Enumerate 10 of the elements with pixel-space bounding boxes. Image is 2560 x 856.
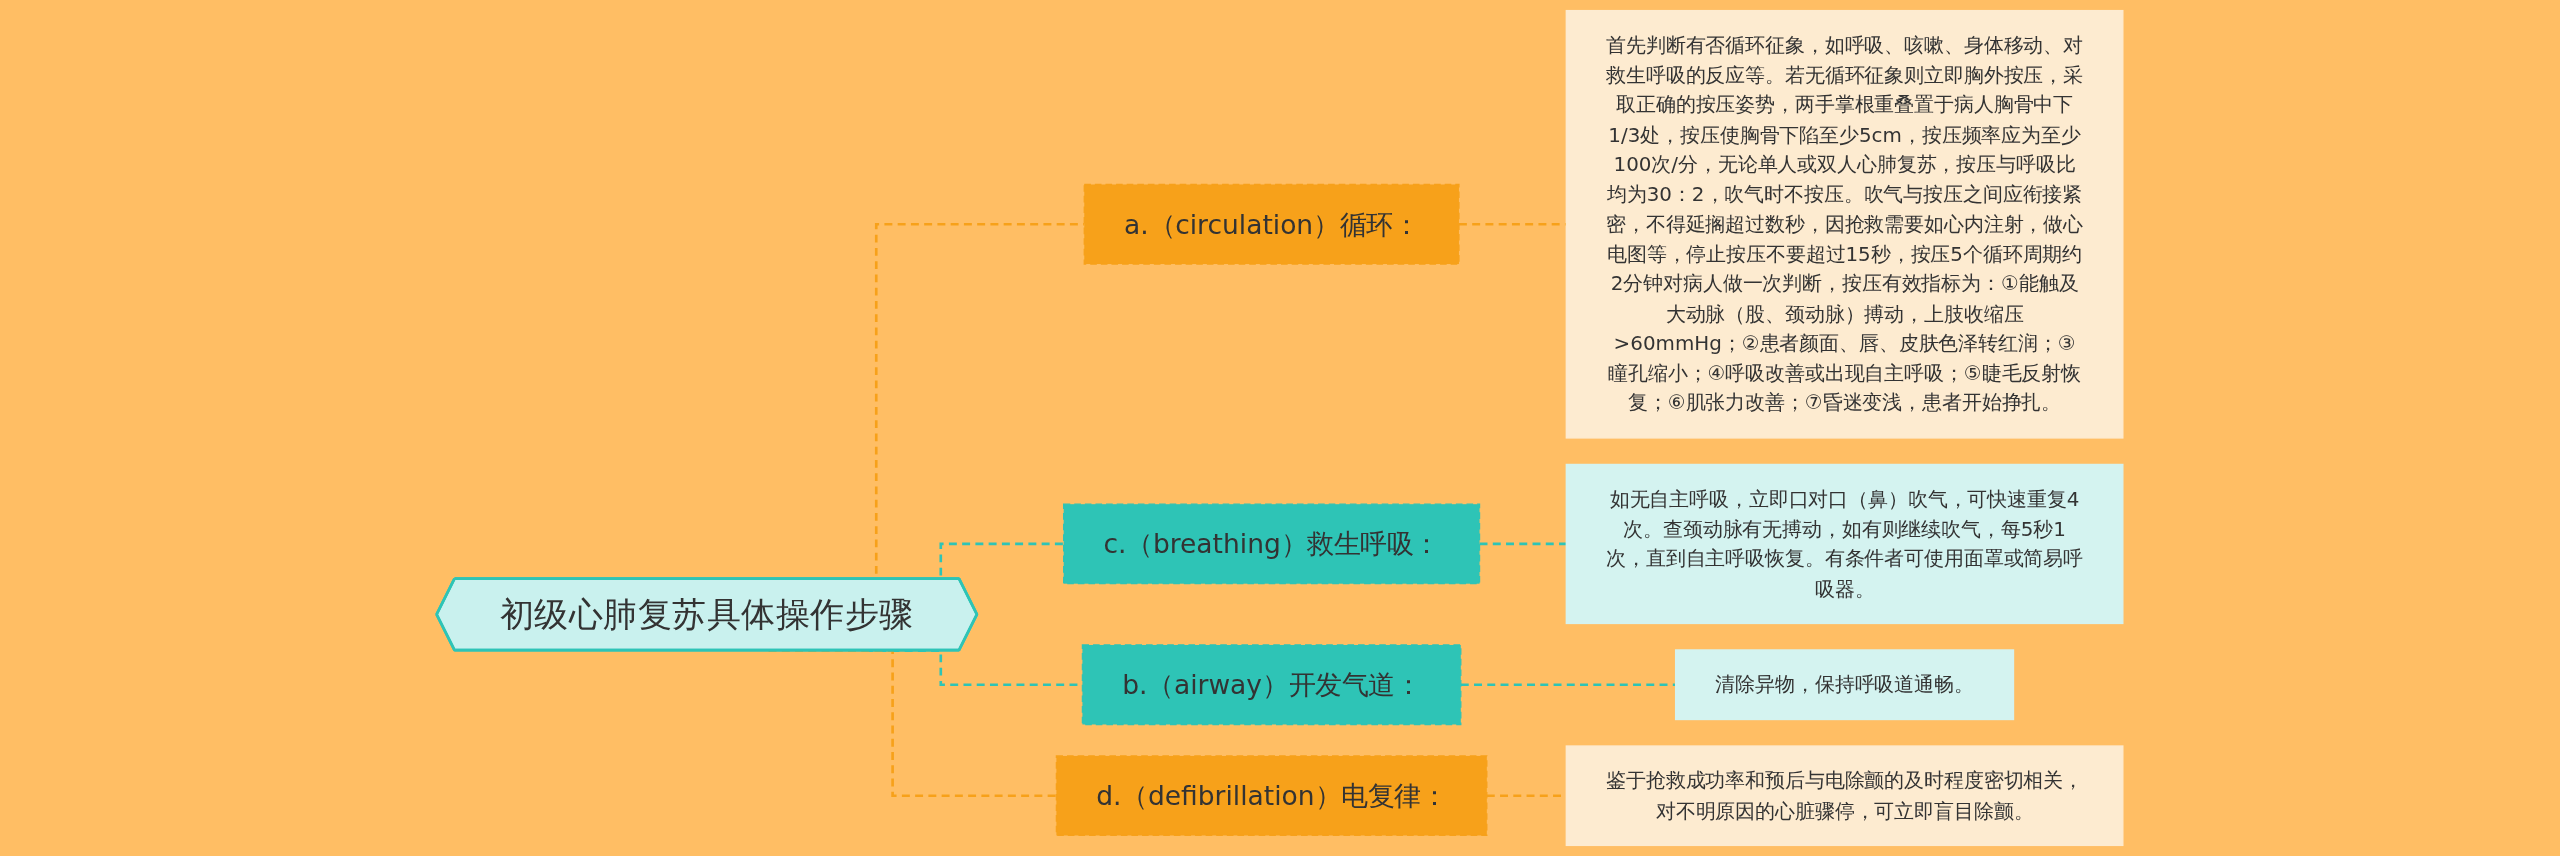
node-box: 鉴于抢救成功率和预后与电除颤的及时程度密切相关，对不明原因的心脏骤停，可立即盲目除颤。	[1565, 745, 2124, 847]
connector	[1461, 683, 1676, 687]
node-box: d.（defibrillation）电复律：	[1056, 755, 1488, 837]
node-box: c.（breathing）救生呼吸：	[1063, 503, 1481, 585]
node-box: 首先判断有否循环征象，如呼吸、咳嗽、身体移动、对救生呼吸的反应等。若无循环征象则立即胸外按压，采取正确的按压姿势，两手掌根重叠置于病人胸骨中下1/3处，按压使胸骨下陷至少5cm，按压频率应为至少100次/分，无论单人或双人心肺复苏，按压与呼吸比均为30：2，吹气时不按压。吹气与按压之间应衔接紧密，不得延搁超过数秒，因抢救需要如心内注射，做心电图等，停止按压不要超过15秒，按压5个循环周期约2分钟对病人做一次判断，按压有效指标为：①能触及大动脉（股、颈动脉）搏动，上肢收缩压>60mmHg；②患者颜面、唇、皮肤色泽转红润；③瞳孔缩小；④呼吸改善或出现自主呼吸；⑤睫毛反射恢复；⑥肌张力改善；⑦昏迷变浅，患者开始挣扎。	[1565, 9, 2124, 439]
node-box: 如无自主呼吸，立即口对口（鼻）吹气，可快速重复4次。查颈动脉有无搏动，如有则继续吹气，每5秒1次，直到自主呼吸恢复。有条件者可使用面罩或简易呼吸器。	[1565, 463, 2124, 625]
node-box: 清除异物，保持呼吸道通畅。	[1675, 649, 2015, 721]
node-box: a.（circulation）循环：	[1083, 183, 1460, 265]
connector	[1479, 542, 1567, 546]
node-box: b.（airway）开发气道：	[1082, 644, 1462, 726]
